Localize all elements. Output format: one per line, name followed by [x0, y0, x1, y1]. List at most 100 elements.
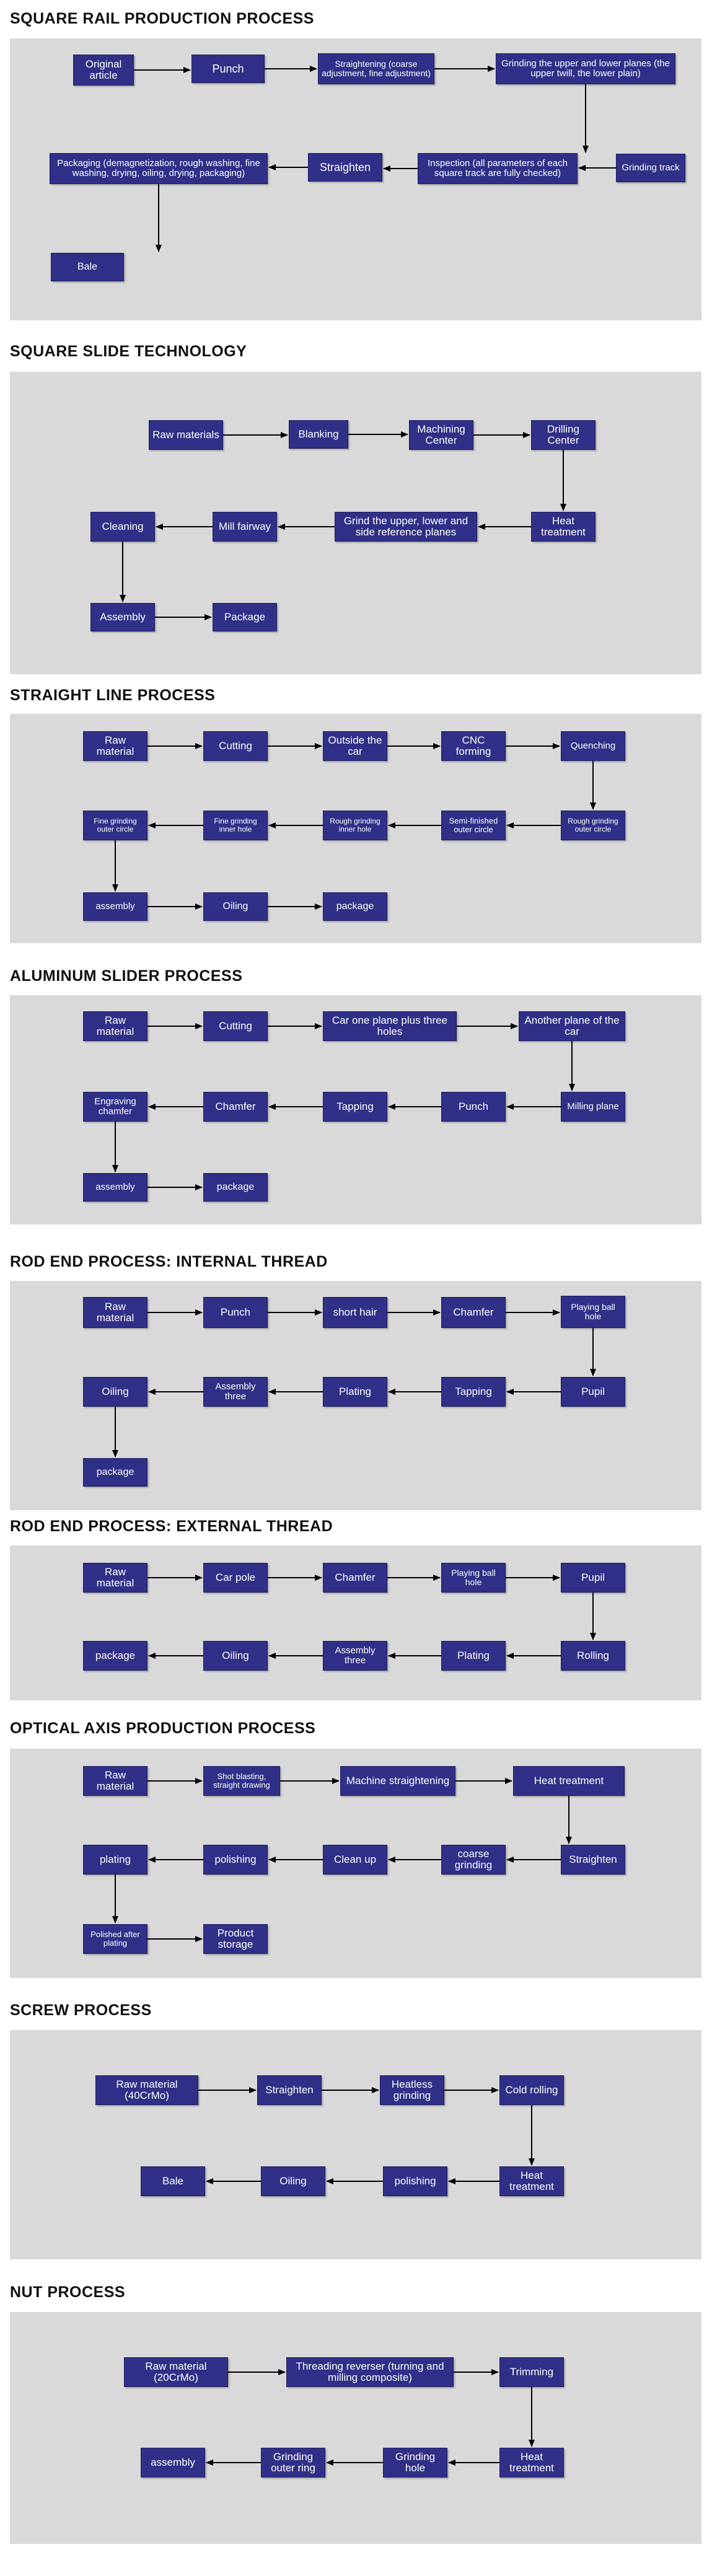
process-step: package: [323, 892, 387, 921]
process-step: Punch: [203, 1297, 268, 1328]
process-step-label: Plating: [339, 1386, 371, 1398]
process-step-label: Bale: [77, 261, 98, 272]
process-step: assembly: [83, 892, 147, 921]
process-step: Heat treatment: [499, 2166, 564, 2196]
process-step: Machining Center: [409, 420, 473, 450]
process-step: Machine straightening: [340, 1766, 455, 1796]
process-step: Pupil: [561, 1563, 625, 1593]
process-step: short hair: [323, 1297, 387, 1328]
process-step: Blanking: [289, 420, 348, 449]
process-step-label: Cutting: [219, 740, 252, 752]
process-step-label: Clean up: [333, 1853, 377, 1866]
process-step-label: Raw material (20CrMo): [145, 2360, 207, 2383]
process-step-label: coarse grinding: [454, 1848, 493, 1871]
process-step-label: Playing ball hole: [571, 1302, 615, 1321]
process-step-label: Heat treatment: [509, 2169, 554, 2192]
process-step: Assembly three: [323, 1641, 387, 1671]
process-step-label: Heat treatment: [534, 1775, 604, 1787]
process-step-label: package: [216, 1181, 255, 1192]
process-step-label: Original article: [85, 58, 122, 81]
section-title-square-rail-production-process: SQUARE RAIL PRODUCTION PROCESS: [10, 10, 314, 27]
process-step: Raw material: [83, 1297, 147, 1328]
process-step: Bale: [51, 253, 124, 281]
process-step: Straighten: [257, 2075, 322, 2105]
process-step: Cutting: [203, 1011, 268, 1041]
process-step-label: assembly: [95, 1182, 135, 1193]
process-step: Raw material (40CrMo): [95, 2075, 198, 2105]
process-step: assembly: [141, 2448, 205, 2477]
process-step-label: plating: [99, 1853, 131, 1866]
process-step-label: Grinding outer ring: [271, 2451, 315, 2474]
process-step-label: Polished after plating: [90, 1930, 140, 1948]
process-step-label: Fine grinding inner hole: [214, 817, 257, 833]
process-step-label: Raw material: [96, 734, 134, 757]
process-step: Cold rolling: [499, 2075, 564, 2105]
process-step-label: Trimming: [509, 2366, 554, 2378]
process-step-label: package: [95, 1650, 136, 1662]
process-step: Threading reverser (turning and milling …: [286, 2357, 454, 2387]
process-step-label: Raw material (40CrMo): [116, 2078, 178, 2101]
process-step: Oiling: [203, 1641, 268, 1671]
process-step: Shot blasting, straight drawing: [203, 1766, 280, 1796]
process-step: Chamfer: [203, 1092, 268, 1122]
process-step-label: Raw material: [96, 1014, 134, 1037]
process-step: Package: [213, 603, 277, 631]
process-step: Chamfer: [323, 1563, 387, 1593]
process-step: Drilling Center: [531, 420, 596, 450]
section-title-optical-axis-production-process: OPTICAL AXIS PRODUCTION PROCESS: [10, 1720, 316, 1737]
process-step: Grinding track: [616, 154, 685, 182]
process-step: Inspection (all parameters of each squar…: [418, 153, 578, 184]
process-step: Polished after plating: [83, 1924, 147, 1954]
process-step-label: assembly: [151, 2456, 195, 2469]
process-step-label: Car one plane plus three holes: [332, 1014, 448, 1037]
process-step: Playing ball hole: [441, 1563, 506, 1593]
process-step: Heatless grinding: [380, 2075, 444, 2105]
process-step-label: Pupil: [581, 1386, 605, 1398]
process-step-label: Product storage: [217, 1927, 254, 1950]
process-step-label: Tapping: [455, 1386, 492, 1398]
process-step: Car pole: [203, 1563, 268, 1593]
process-step-label: polishing: [214, 1853, 257, 1866]
process-step-label: Shot blasting, straight drawing: [213, 1772, 270, 1790]
process-step: Assembly: [90, 603, 155, 631]
process-step-label: assembly: [95, 901, 135, 912]
process-step: Semi-finished outer circle: [441, 811, 506, 840]
process-step-label: Heat treatment: [509, 2451, 554, 2474]
process-step-label: Raw material: [96, 1566, 134, 1589]
process-step-label: Punch: [458, 1101, 489, 1113]
process-step-label: CNC forming: [455, 734, 491, 757]
process-step-label: Package: [224, 611, 266, 623]
process-step-label: Punch: [220, 1306, 251, 1319]
process-step: package: [83, 1458, 147, 1487]
process-step: Tapping: [323, 1092, 387, 1122]
process-step: Heat treatment: [513, 1766, 625, 1796]
process-step-label: Punch: [212, 62, 244, 75]
process-step: Packaging (demagnetization, rough washin…: [50, 153, 268, 184]
process-step-label: Straighten: [265, 2084, 314, 2096]
section-title-nut-process: NUT PROCESS: [10, 2284, 126, 2301]
process-panel-screw-process: [10, 2030, 701, 2259]
process-step-label: Bale: [162, 2175, 184, 2187]
process-step: polishing: [203, 1845, 268, 1875]
process-step: Punch: [191, 55, 265, 83]
process-step-label: Grind the upper, lower and side referenc…: [343, 515, 468, 538]
section-title-screw-process: SCREW PROCESS: [10, 2002, 152, 2019]
process-step: package: [83, 1641, 147, 1671]
process-step: Heat treatment: [499, 2448, 564, 2477]
process-step: Oiling: [203, 892, 268, 921]
process-step: Raw material: [83, 1766, 147, 1796]
process-step-label: Engraving chamfer: [94, 1096, 136, 1117]
process-step-label: package: [336, 900, 374, 912]
process-step-label: Grinding the upper and lower planes (the…: [501, 58, 670, 79]
process-step: Original article: [73, 55, 134, 86]
process-step-label: Tapping: [336, 1101, 374, 1113]
process-step: Chamfer: [441, 1297, 506, 1328]
process-step-label: Heatless grinding: [391, 2078, 433, 2101]
process-step-label: package: [96, 1466, 134, 1477]
process-step-label: Assembly: [100, 611, 146, 623]
process-step: package: [203, 1173, 268, 1202]
process-step-label: Inspection (all parameters of each squar…: [428, 158, 568, 178]
process-step-label: Another plane of the car: [524, 1014, 620, 1037]
section-title-rod-end-process-internal-thread: ROD END PROCESS: INTERNAL THREAD: [10, 1253, 328, 1270]
